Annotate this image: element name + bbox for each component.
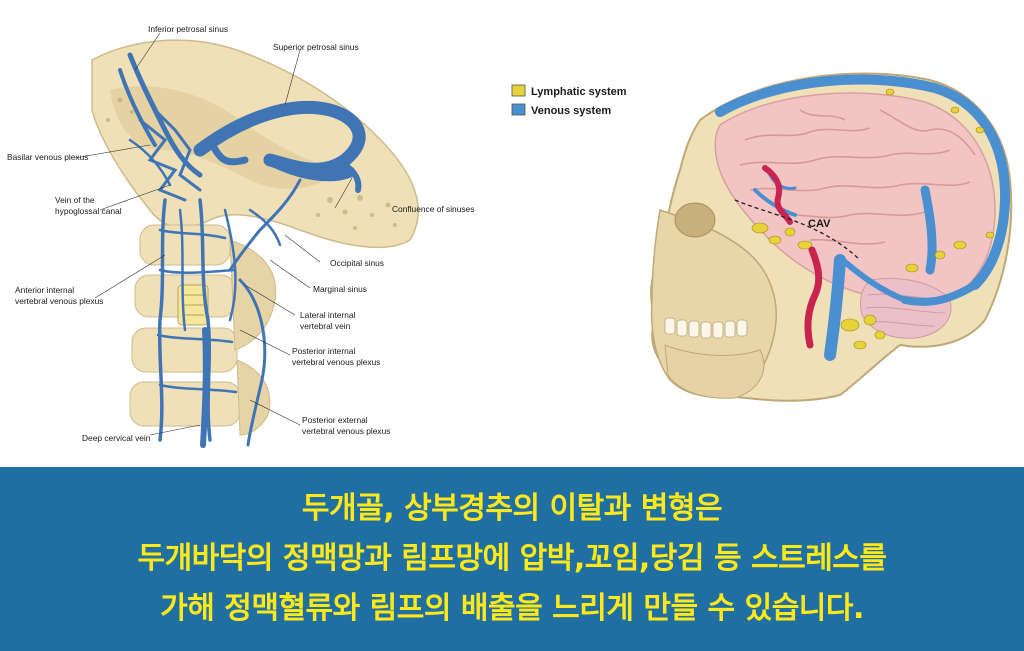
skull-brain-diagram: Lymphatic system Venous system [511, 72, 1013, 402]
teeth [664, 317, 748, 339]
label-anterior-1: Anterior internal [15, 285, 74, 295]
label-hypoglossal-1: Vein of the [55, 195, 95, 205]
label-lateral-2: vertebral vein [300, 321, 351, 331]
caption-line-2: 두개바닥의 정맥망과 림프망에 압박,꼬임,당김 등 스트레스를 [137, 541, 887, 576]
legend-lymphatic: Lymphatic system [531, 86, 627, 98]
caption-line-1: 두개골, 상부경추의 이탈과 변형은 [301, 491, 723, 526]
label-inferior-petrosal: Inferior petrosal sinus [148, 24, 228, 34]
leader-lines [74, 32, 353, 436]
label-anterior-2: vertebral venous plexus [15, 296, 103, 306]
legend: Lymphatic system Venous system [511, 84, 627, 117]
venous-system [715, 74, 1011, 361]
label-posterior-ext-2: vertebral venous plexus [302, 426, 390, 436]
label-superior-petrosal: Superior petrosal sinus [273, 42, 359, 52]
caption-line-3: 가해 정맥혈류와 림프의 배출을 느리게 만들 수 있습니다. [160, 591, 864, 626]
label-hypoglossal-2: hypoglossal canal [55, 206, 122, 216]
label-posterior-int-1: Posterior internal [292, 346, 355, 356]
cerebellum [859, 277, 952, 339]
venous-anatomy-diagram: Inferior petrosal sinus Superior petrosa… [7, 24, 474, 448]
mandible [664, 344, 765, 399]
cav-label: CAV [808, 218, 831, 230]
label-posterior-ext-1: Posterior external [302, 415, 368, 425]
label-marginal: Marginal sinus [313, 284, 367, 294]
caption-banner: 두개골, 상부경추의 이탈과 변형은 두개바닥의 정맥망과 림프망에 압박,꼬임… [0, 467, 1024, 651]
venous-network [118, 52, 366, 448]
label-posterior-int-2: vertebral venous plexus [292, 357, 380, 367]
cav-line [734, 199, 861, 261]
legend-swatch-venous [511, 103, 526, 116]
brain-gyri [739, 109, 976, 245]
legend-swatch-lymphatic [511, 84, 526, 97]
label-occipital: Occipital sinus [330, 258, 384, 268]
anatomy-labels: Inferior petrosal sinus Superior petrosa… [7, 24, 474, 443]
lymphatic-system [751, 88, 995, 350]
label-deep-cervical: Deep cervical vein [82, 433, 151, 443]
label-lateral-1: Lateral internal [300, 310, 356, 320]
label-basilar: Basilar venous plexus [7, 152, 88, 162]
carotid-artery [762, 165, 823, 349]
eye-orbit [674, 202, 716, 238]
label-confluence: Confluence of sinuses [392, 204, 474, 214]
legend-venous: Venous system [531, 105, 611, 117]
